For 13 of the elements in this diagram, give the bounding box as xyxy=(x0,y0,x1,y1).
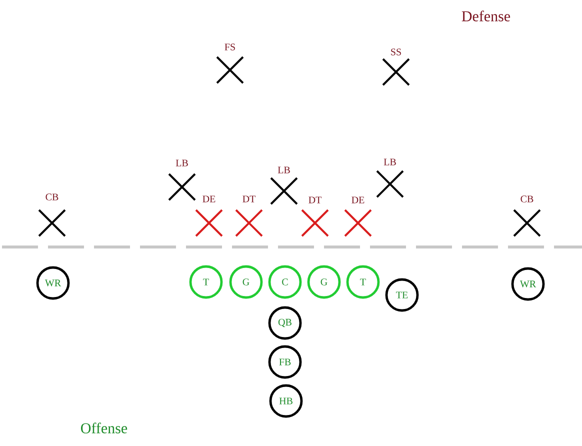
position-label: SS xyxy=(391,48,401,56)
position-label: LB xyxy=(278,166,290,174)
position-label: LB xyxy=(384,158,396,166)
position-label: DT xyxy=(308,196,322,204)
position-label: DE xyxy=(352,196,364,204)
team-label: Defense xyxy=(462,10,510,22)
position-label: CB xyxy=(520,196,534,202)
position-label: FS xyxy=(224,44,235,50)
position-label: DE xyxy=(202,196,216,202)
team-label: Offense xyxy=(81,422,128,434)
position-label: DT xyxy=(242,196,256,202)
position-label: CB xyxy=(46,194,58,200)
position-label: LB xyxy=(176,160,188,166)
